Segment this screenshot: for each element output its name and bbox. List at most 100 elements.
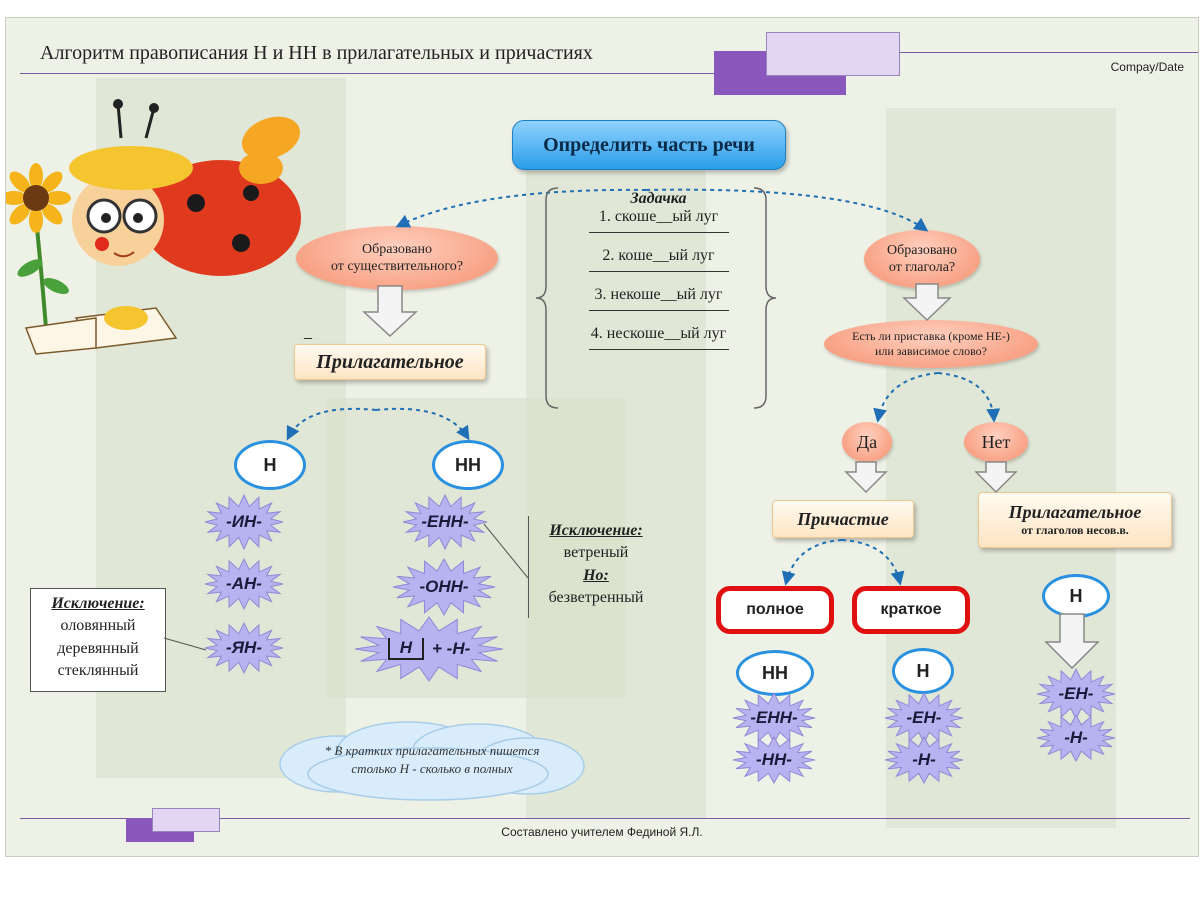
dashed-arrow-short: [841, 539, 905, 586]
exception-right-pointer: [483, 523, 529, 579]
cloud-shape: [279, 721, 585, 801]
start-box: Определить часть речи: [512, 120, 786, 170]
verb-question-line2: от глагола?: [888, 260, 956, 275]
footer-decor-light: [152, 808, 220, 832]
prefix-question-oval: Есть ли приставка (кроме НЕ-)или зависим…: [824, 320, 1038, 368]
company-date: Compay/Date: [1110, 60, 1184, 74]
yes-oval: Да: [842, 422, 892, 462]
header-divider-right: [846, 52, 1198, 53]
participle-box: Причастие: [772, 500, 914, 538]
task-line-1: [588, 232, 729, 233]
task-title: Задачка: [630, 190, 687, 207]
task-item-3: 3. некоше__ый луг: [594, 286, 723, 303]
dashed-arrow-right: [645, 188, 929, 232]
suffix-full-nn: -НН-: [756, 750, 792, 769]
dash-mark: _: [304, 324, 312, 341]
down-arrow-left: [362, 285, 418, 338]
no-oval: Нет: [964, 422, 1028, 462]
task-line-4: [588, 349, 729, 350]
left-n-bubble: Н: [234, 440, 306, 490]
noun-question-oval: Образовано от существительного?: [296, 226, 498, 290]
suffix-full-enn: -ЕНН-: [750, 708, 798, 727]
exception-right-but: Но:: [583, 566, 609, 584]
suffix-short-n: -Н-: [912, 750, 936, 769]
dashed-arrow-left: [395, 188, 647, 228]
exception-box-left: Исключение: оловянный деревянный стеклян…: [30, 588, 166, 692]
exception-box-right: Исключение: ветреный Но: безветренный: [528, 516, 663, 618]
suffix-star: -ЯН-: [204, 621, 284, 675]
suffix-enn: -ЕНН-: [421, 512, 469, 531]
dashed-arrow-no: [937, 372, 1001, 423]
full-form-box: полное: [716, 586, 834, 634]
down-arrow-verb: [902, 283, 952, 322]
star-shape: [732, 691, 816, 745]
adjective-box-left: Прилагательное: [294, 344, 486, 380]
dashed-arrow-full: [781, 539, 843, 586]
star-shape: [732, 735, 816, 785]
star-shape: [884, 735, 964, 785]
task-item-4: 4. нескоше__ый луг: [590, 325, 727, 342]
task-line-2: [588, 271, 729, 272]
prefix-question-line2: или зависимое слово?: [874, 344, 987, 358]
task-item-1: 1. скоше__ый луг: [598, 208, 719, 225]
star-shape: [204, 621, 284, 675]
short-form-box: краткое: [852, 586, 970, 634]
noun-question-line1: Образовано: [361, 241, 432, 257]
star-shape: [204, 557, 284, 611]
exception-right-head: Исключение:: [549, 522, 643, 539]
dashed-arrow-yes: [873, 372, 939, 423]
noun-question-line2: от существительного?: [330, 259, 464, 274]
exception-right-word2: безветренный: [548, 589, 644, 607]
footer-credit: Составлено учителем Фединой Я.Л.: [501, 825, 703, 839]
combo-rest: + -Н-: [432, 639, 471, 658]
down-arrow-yes: [844, 461, 888, 494]
suffix-star: -Н-: [884, 735, 964, 785]
star-shape: [402, 493, 488, 551]
task-block: Задачка 1. скоше__ый луг 2. коше__ый луг…: [546, 190, 771, 364]
combo-star: Н + -Н-: [354, 616, 504, 682]
adjective-sub-label: от глаголов несов.в.: [1021, 523, 1129, 537]
suffix-adj-n: -Н-: [1064, 728, 1088, 747]
connector-layer: [6, 99, 1100, 670]
exception-left-pointer: [163, 637, 207, 651]
star-shape: [1036, 667, 1116, 721]
task-brace-left: [535, 187, 559, 409]
suffix-an: -АН-: [226, 574, 262, 593]
note-line1: * В кратких прилагательных пишется: [324, 743, 540, 759]
adjective-label-left: Прилагательное: [316, 350, 464, 373]
combo-n: Н: [387, 638, 425, 660]
dashed-arrow-left-n: [286, 407, 377, 441]
task-line-3: [588, 310, 729, 311]
star-shape: [1036, 713, 1116, 763]
page-title: Алгоритм правописания Н и НН в прилагате…: [40, 42, 593, 64]
suffix-short-en: -ЕН-: [906, 708, 942, 727]
suffix-star: -ЕН-: [884, 691, 964, 745]
exception-left-word2: деревянный: [57, 639, 139, 657]
slide: Алгоритм правописания Н и НН в прилагате…: [5, 17, 1199, 857]
exception-left-word3: стеклянный: [57, 662, 139, 680]
suffix-star: -ЕНН-: [732, 691, 816, 745]
header-divider: [20, 73, 716, 74]
suffix-star: -НН-: [732, 735, 816, 785]
verb-question-line1: Образовано: [886, 242, 958, 258]
short-n-bubble: Н: [892, 648, 954, 694]
suffix-yan: -ЯН-: [226, 638, 262, 657]
suffix-star: -АН-: [204, 557, 284, 611]
suffix-star: -ЕН-: [1036, 667, 1116, 721]
exception-right-word: ветреный: [563, 544, 629, 562]
down-arrow-adj: [1044, 613, 1100, 670]
left-nn-bubble: НН: [432, 440, 504, 490]
adjective-box-right: Прилагательное от глаголов несов.в.: [978, 492, 1172, 548]
star-shape: [884, 691, 964, 745]
combo-label: Н + -Н-: [354, 616, 504, 682]
exception-left-head: Исключение:: [51, 595, 145, 612]
suffix-adj-en: -ЕН-: [1058, 684, 1094, 703]
task-item-2: 2. коше__ый луг: [602, 247, 715, 264]
task-brace-right: [753, 187, 777, 409]
dashed-arrow-left-nn: [375, 407, 470, 441]
illustration: [6, 99, 301, 355]
footer-divider: [20, 818, 1190, 819]
suffix-in: -ИН-: [226, 512, 262, 531]
star-shape: [204, 493, 284, 551]
